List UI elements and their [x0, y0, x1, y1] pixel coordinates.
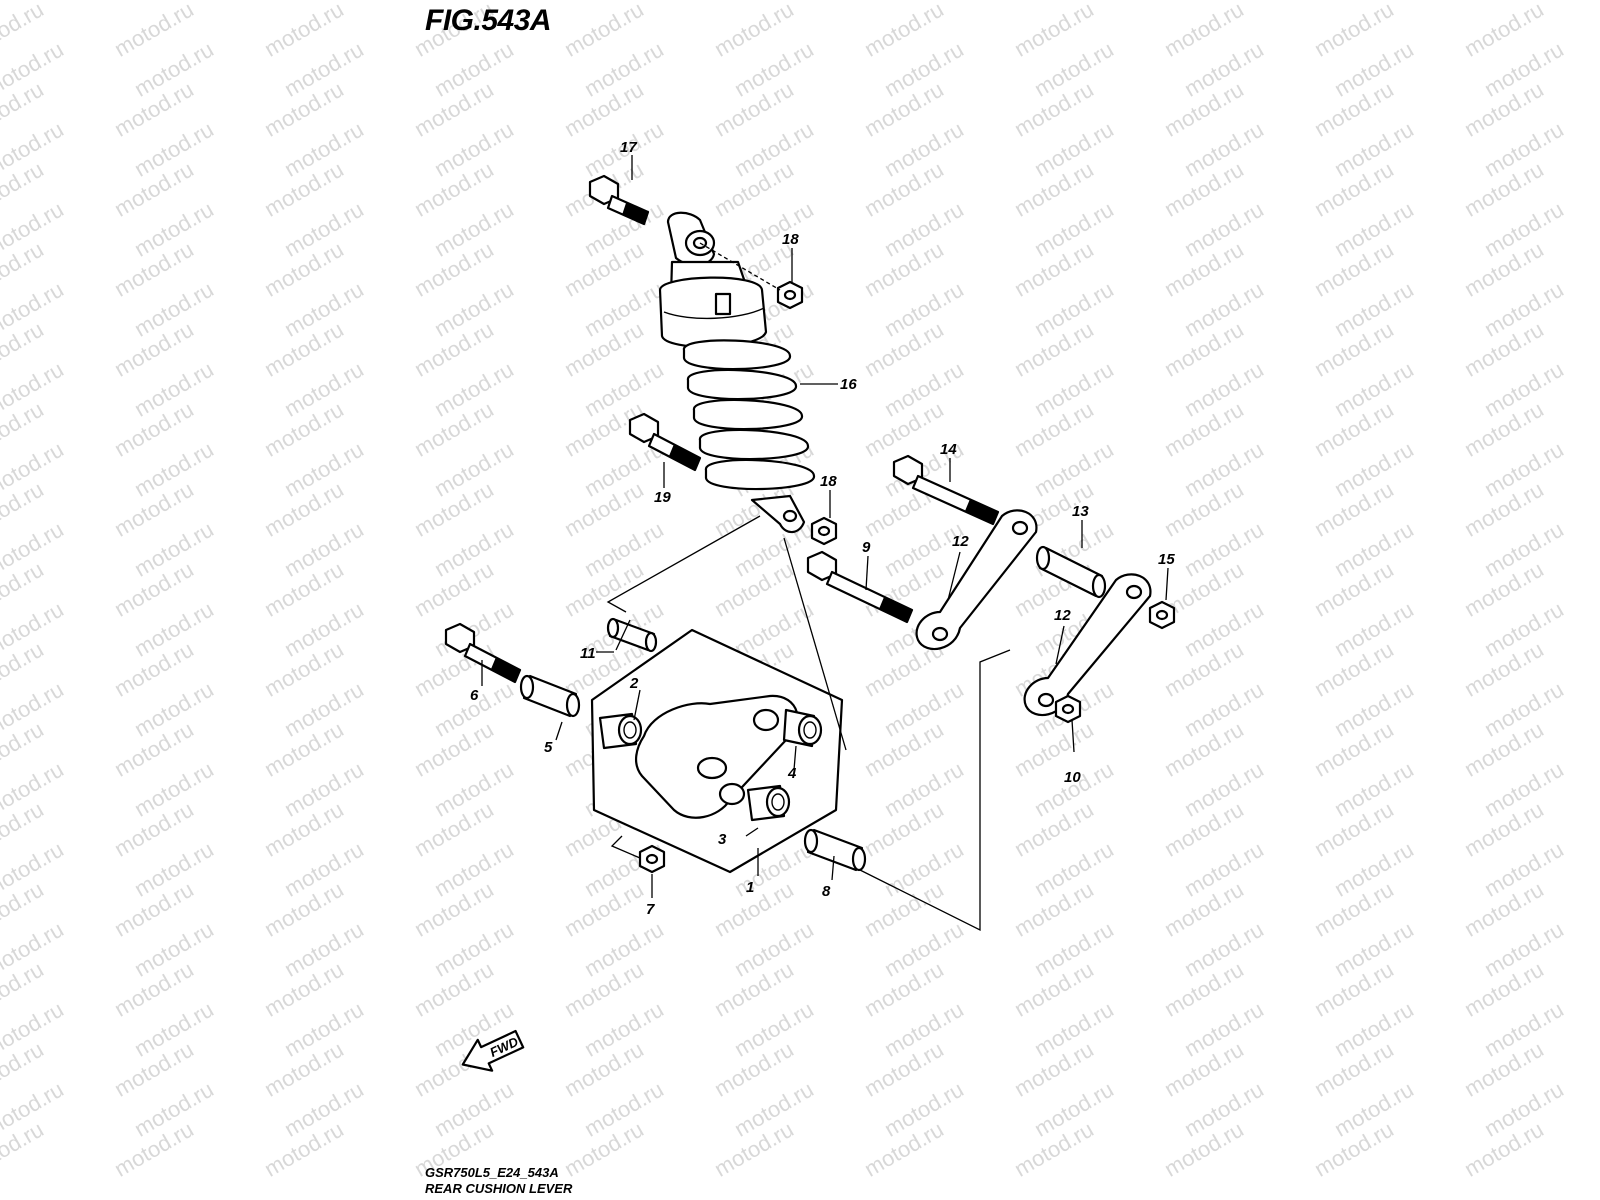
callout-14: 14 [940, 441, 957, 458]
callout-9: 9 [862, 539, 871, 556]
callouts: 17 18 16 19 18 14 9 12 13 15 12 10 11 6 … [470, 139, 1175, 918]
model-code: GSR750L5_E24_543A [425, 1165, 559, 1180]
spacer-5 [519, 674, 581, 718]
bearing-3 [746, 784, 791, 822]
nut-10 [1054, 694, 1082, 724]
callout-12-upper: 12 [952, 533, 969, 550]
callout-2: 2 [629, 675, 639, 692]
figure-title: FIG.543A [425, 4, 552, 37]
callout-1: 1 [746, 879, 754, 896]
callout-15: 15 [1158, 551, 1175, 568]
callout-19: 19 [654, 489, 671, 506]
bearing-2 [598, 712, 643, 750]
bearing-4 [782, 708, 823, 748]
bolt-19 [628, 412, 702, 472]
callout-7: 7 [646, 901, 655, 918]
figure-caption: REAR CUSHION LEVER [425, 1181, 573, 1196]
callout-18b: 18 [820, 473, 837, 490]
callout-11: 11 [580, 645, 596, 662]
shock-absorber-16 [658, 211, 816, 534]
bolt-9 [806, 550, 914, 624]
callout-6: 6 [470, 687, 479, 704]
callout-10: 10 [1064, 769, 1081, 786]
callout-16: 16 [840, 376, 857, 393]
spacer-8 [803, 828, 867, 872]
bolt-17 [588, 174, 650, 226]
callout-12-lower: 12 [1054, 607, 1071, 624]
callout-8: 8 [822, 883, 831, 900]
link-rod-12-upper [915, 509, 1038, 650]
callout-13: 13 [1072, 503, 1089, 520]
callout-18a: 18 [782, 231, 799, 248]
cushion-lever-1 [590, 628, 844, 874]
nut-15 [1148, 600, 1176, 630]
nut-7 [638, 844, 666, 874]
callout-5: 5 [544, 739, 553, 756]
callout-3: 3 [718, 831, 727, 848]
fwd-arrow: FWD [461, 1029, 525, 1072]
spacer-13 [1035, 545, 1107, 599]
callout-17: 17 [620, 139, 637, 156]
link-rod-12-lower [1023, 573, 1152, 716]
nut-18a [776, 280, 804, 310]
assembly-lines [481, 155, 1169, 932]
bolt-14 [892, 454, 1000, 526]
callout-4: 4 [787, 765, 797, 782]
bolt-6 [444, 622, 522, 684]
spacer-11 [606, 617, 658, 653]
nut-18b [810, 516, 838, 546]
